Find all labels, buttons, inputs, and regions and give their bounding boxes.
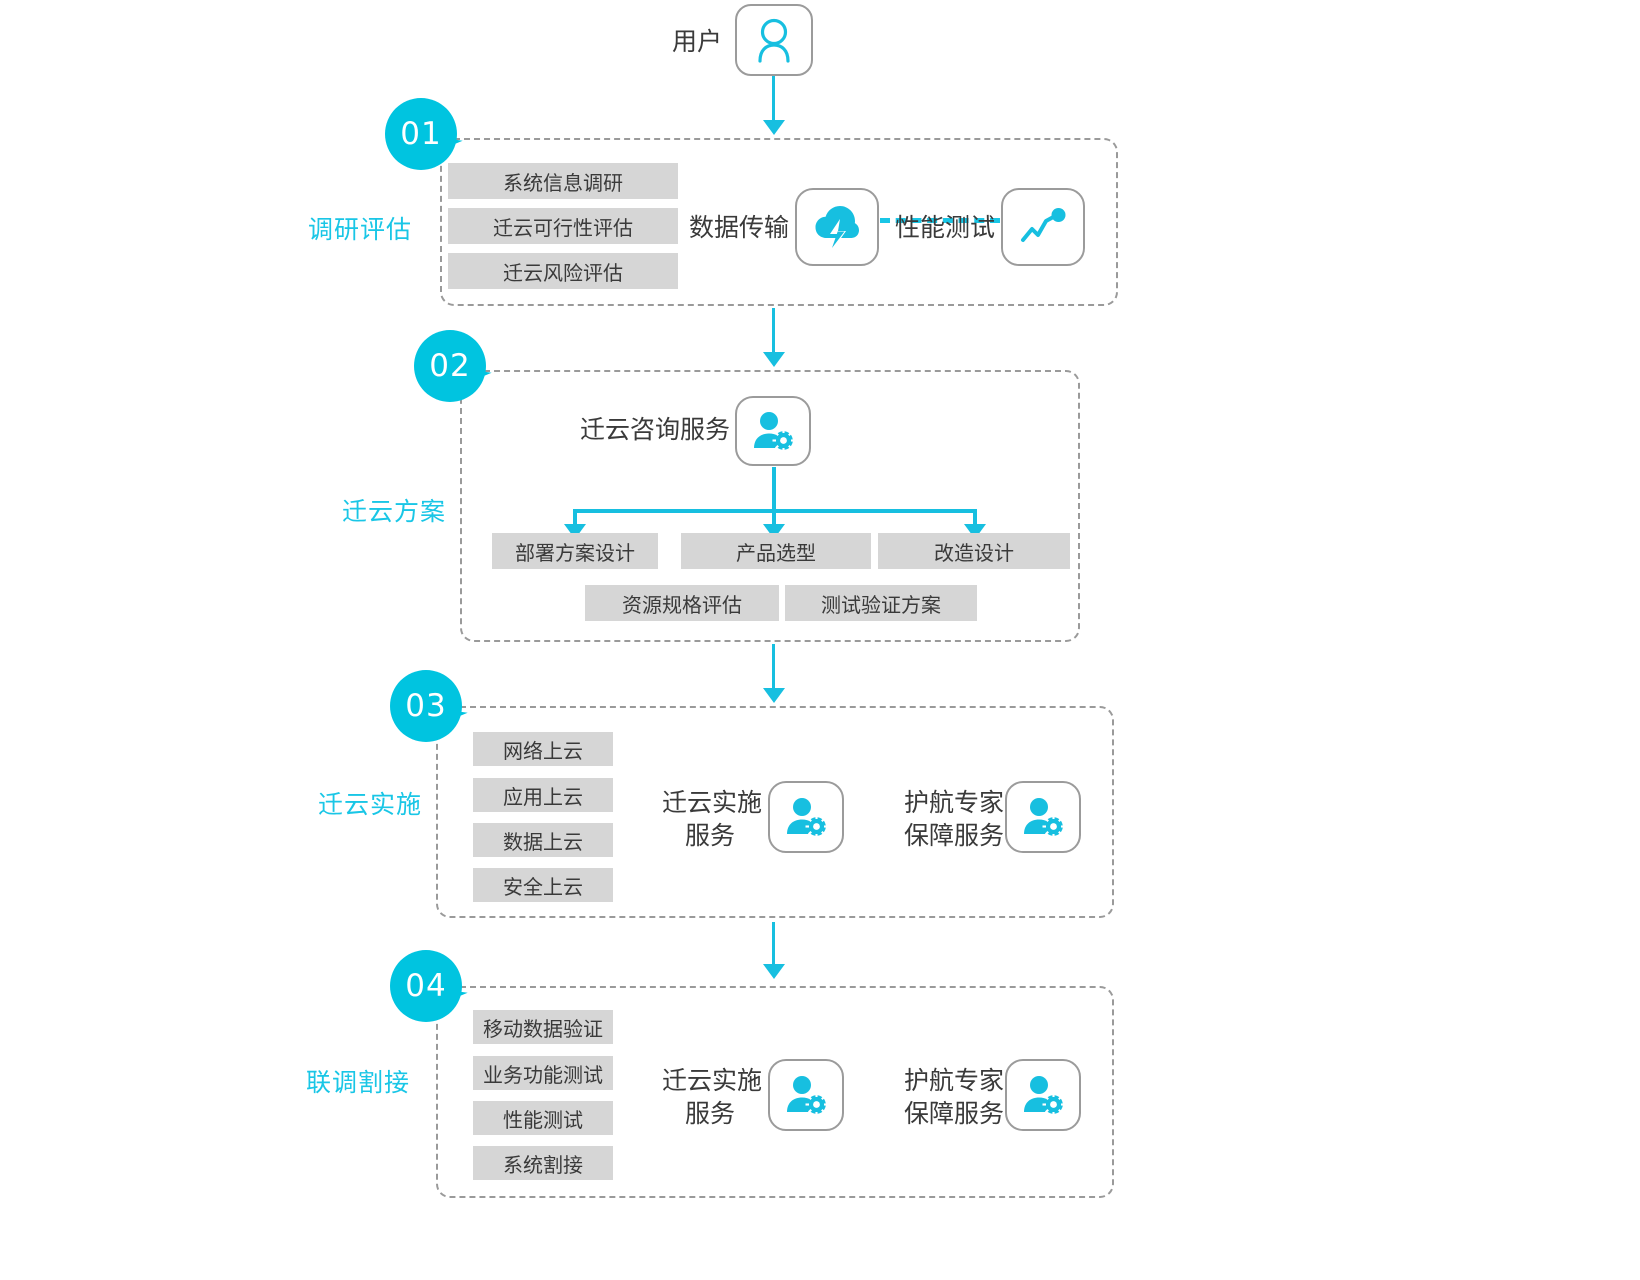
connector-stage2-to-stage3: [772, 644, 775, 692]
stage-03-item-1[interactable]: 应用上云: [473, 778, 613, 812]
connector-stage3-to-stage4: [772, 922, 775, 968]
stage-04-item-1[interactable]: 业务功能测试: [473, 1056, 613, 1090]
stage-02-badge-circle: [414, 330, 486, 402]
stage-04-number: 04: [405, 968, 447, 1004]
stage-02-item-row2-0[interactable]: 资源规格评估: [585, 585, 779, 621]
stage-02-item-row1-2[interactable]: 改造设计: [878, 533, 1070, 569]
person-gear-icon: [1022, 797, 1064, 837]
stage-01-badge-circle: [385, 98, 457, 170]
stage-02-item-row1-1[interactable]: 产品选型: [681, 533, 871, 569]
stage-03-badge: 03: [390, 670, 468, 742]
stage-04-badge-circle: [390, 950, 462, 1022]
connector-stage3-to-stage4-arrowhead: [763, 964, 785, 979]
stage-01-badge: 01: [385, 98, 463, 170]
stage-03-service-0-label-line2: 服务: [684, 822, 735, 850]
stage-04-name: 联调割接: [306, 1069, 411, 1097]
stage-04-service-1-tile[interactable]: [1005, 1059, 1081, 1131]
connector-stage1-to-stage2: [772, 308, 775, 356]
stage-02-badge: 02: [414, 330, 492, 402]
stage-04-badge: 04: [390, 950, 468, 1022]
trend-line-icon: [1019, 207, 1067, 247]
stage-03-badge-circle: [390, 670, 462, 742]
stage-02-consult-label: 迁云咨询服务: [580, 416, 731, 444]
stage-03-item-0[interactable]: 网络上云: [473, 732, 613, 766]
stage-03-service-1-label-line1: 护航专家: [903, 789, 1004, 817]
stage-01-service-0-tile[interactable]: [795, 188, 879, 266]
stage-04-item-2[interactable]: 性能测试: [473, 1101, 613, 1135]
stage-03-service-1-tile[interactable]: [1005, 781, 1081, 853]
stage-04-item-3[interactable]: 系统割接: [473, 1146, 613, 1180]
person-gear-icon: [752, 411, 794, 451]
user-label: 用户: [672, 28, 723, 56]
stage-03-service-0-label-line1: 迁云实施: [662, 789, 763, 817]
connector-stage2-to-stage3-arrowhead: [763, 688, 785, 703]
stage-03-item-2[interactable]: 数据上云: [473, 823, 613, 857]
stage-04-service-0-tile[interactable]: [768, 1059, 844, 1131]
stage-01-name: 调研评估: [308, 216, 413, 244]
stage-02-number: 02: [429, 348, 471, 384]
stage-02-name: 迁云方案: [342, 498, 447, 526]
connector-stage1-to-stage2-arrowhead: [763, 352, 785, 367]
user-icon: [752, 17, 796, 63]
stage-04-service-1-label-line1: 护航专家: [903, 1067, 1004, 1095]
connector-user-to-stage1-arrowhead: [763, 120, 785, 135]
stage-04-container: [436, 986, 1114, 1198]
connector-user-to-stage1: [772, 76, 775, 124]
stage-02-branch-stem: [772, 467, 776, 512]
stage-04-service-0-label-line1: 迁云实施: [662, 1067, 763, 1095]
stage-01-service-0-label: 数据传输: [689, 214, 790, 242]
stage-03-number: 03: [405, 688, 447, 724]
stage-01-number: 01: [400, 116, 442, 152]
stage-04-service-1-label-line2: 保障服务: [903, 1100, 1004, 1128]
stage-04-item-0[interactable]: 移动数据验证: [473, 1010, 613, 1044]
stage-02-consult-tile[interactable]: [735, 396, 811, 466]
stage-02-branch-right: [973, 509, 977, 527]
stage-02-item-row1-0[interactable]: 部署方案设计: [492, 533, 658, 569]
stage-01-item-0[interactable]: 系统信息调研: [448, 163, 678, 199]
stage-03-item-3[interactable]: 安全上云: [473, 868, 613, 902]
person-gear-icon: [1022, 1075, 1064, 1115]
stage-03-name: 迁云实施: [318, 791, 423, 819]
stage-01-service-connector: [880, 218, 1000, 223]
stage-02-branch-left: [573, 509, 577, 527]
person-gear-icon: [785, 797, 827, 837]
stage-01-item-2[interactable]: 迁云风险评估: [448, 253, 678, 289]
stage-02-container: [460, 370, 1080, 642]
stage-03-service-1-label-line2: 保障服务: [903, 822, 1004, 850]
stage-03-service-0-tile[interactable]: [768, 781, 844, 853]
stage-03-container: [436, 706, 1114, 918]
stage-02-item-row2-1[interactable]: 测试验证方案: [785, 585, 977, 621]
cloud-bolt-icon: [813, 204, 861, 250]
stage-02-branch-mid: [772, 509, 776, 527]
stage-04-service-0-label-line2: 服务: [684, 1100, 735, 1128]
stage-01-container: [440, 138, 1118, 306]
stage-01-service-1-tile[interactable]: [1001, 188, 1085, 266]
person-gear-icon: [785, 1075, 827, 1115]
stage-01-service-1-label: 性能测试: [895, 214, 996, 242]
user-icon-tile: [735, 4, 813, 76]
stage-01-item-1[interactable]: 迁云可行性评估: [448, 208, 678, 244]
